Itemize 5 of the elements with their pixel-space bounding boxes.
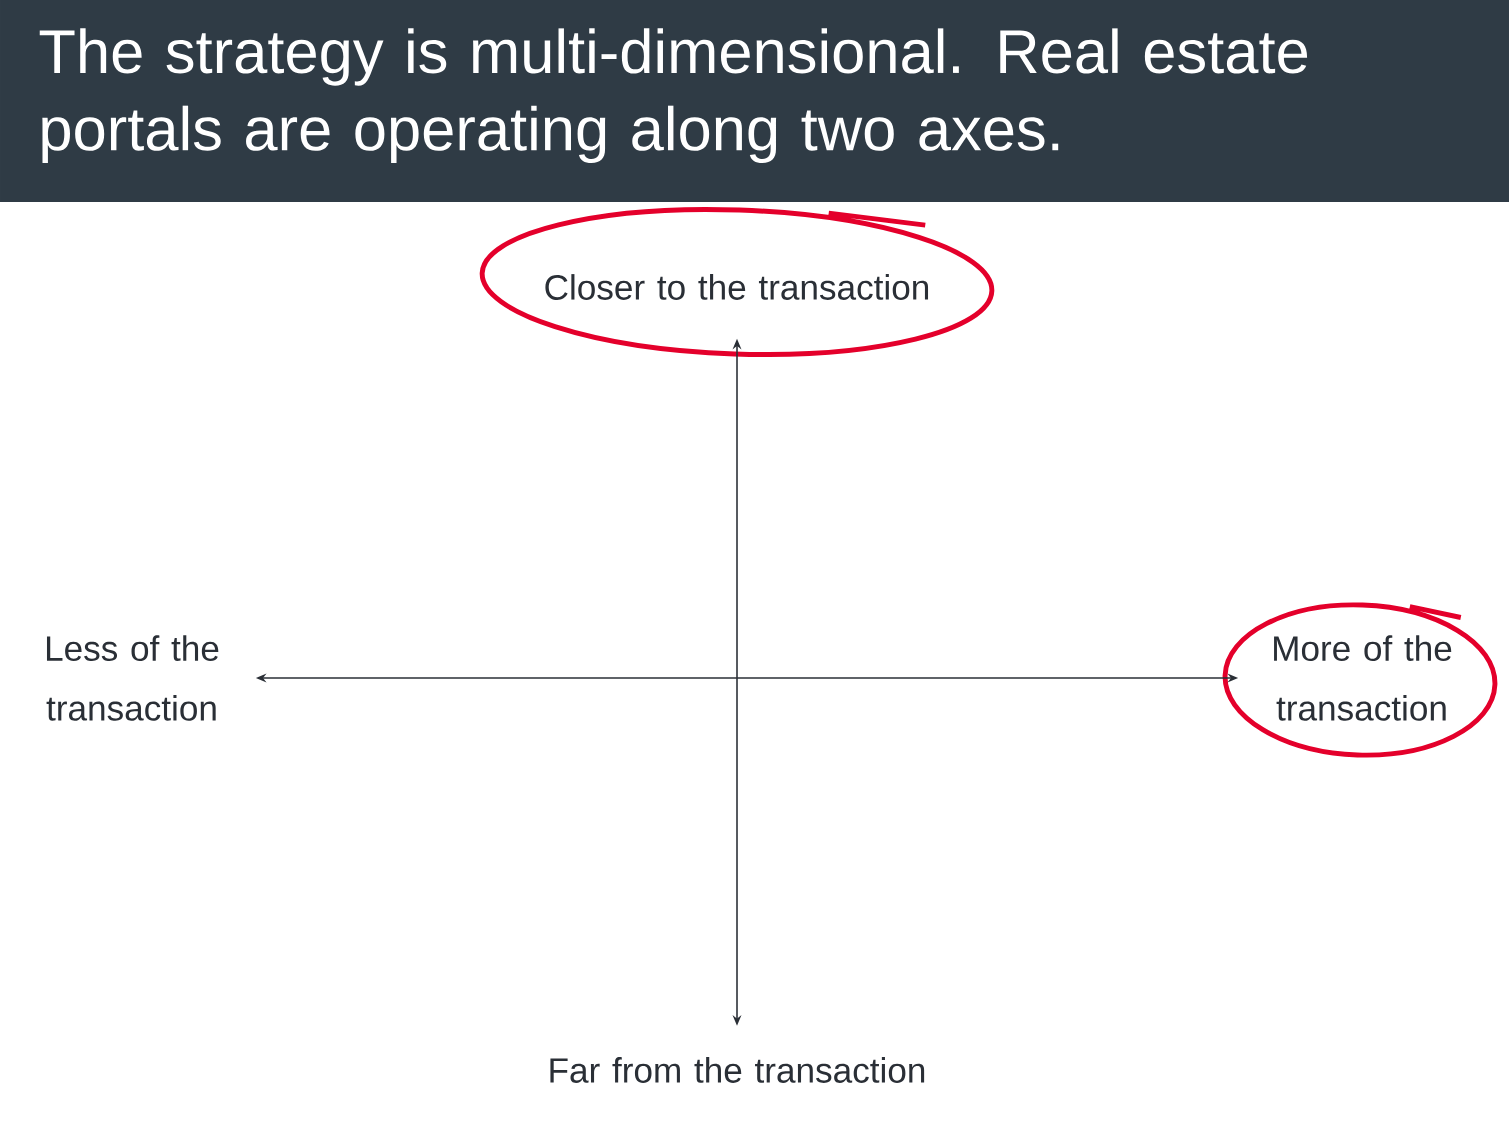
title-banner: The strategy is multi-dimensional. Real estate portals are operating along two axes. <box>0 0 1509 202</box>
axis-label: More of the transaction <box>1274 635 1452 721</box>
axis-label: Far from the transaction <box>550 1057 925 1083</box>
axis-label: Closer to the transaction <box>545 274 929 300</box>
axis-label: Less of the transaction <box>46 635 219 721</box>
